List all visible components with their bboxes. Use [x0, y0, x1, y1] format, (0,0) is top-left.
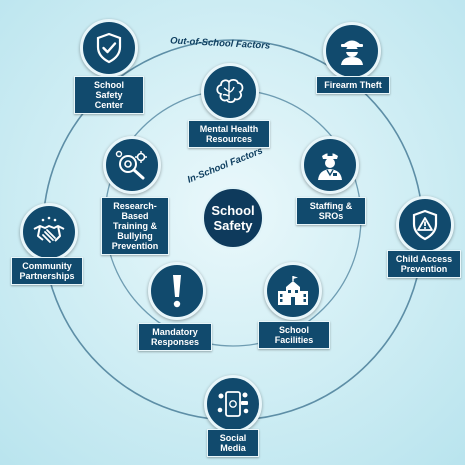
research-training-node — [103, 136, 161, 194]
firearm-theft-node — [323, 22, 381, 80]
handshake-icon — [33, 216, 65, 243]
research-training-label: Research-Based Training & Bullying Preve… — [101, 197, 169, 255]
school-facilities-node — [264, 262, 322, 320]
brain-icon — [216, 78, 244, 104]
mandatory-responses-label: Mandatory Responses — [138, 323, 212, 351]
social-media-node — [204, 375, 262, 433]
mental-health-resources-label: Mental Health Resources — [188, 120, 270, 148]
mandatory-responses-node — [148, 262, 206, 320]
school-building-icon — [278, 276, 308, 305]
shield-check-icon — [96, 32, 122, 64]
social-media-label: Social Media — [207, 429, 259, 457]
mental-health-resources-node — [201, 63, 259, 121]
firearm-theft-label: Firearm Theft — [316, 76, 390, 94]
shield-warning-icon — [412, 209, 438, 241]
child-access-prevention-label: Child Access Prevention — [387, 250, 461, 278]
center-line-1: School — [211, 203, 255, 218]
school-facilities-label: School Facilities — [258, 321, 330, 349]
police-officer-icon — [318, 153, 342, 180]
school-safety-center-node — [80, 19, 138, 77]
child-access-prevention-node — [396, 196, 454, 254]
center-line-2: Safety — [213, 218, 253, 233]
magnifier-gears-icon — [115, 150, 147, 180]
masked-thief-icon — [341, 40, 363, 65]
staffing-sros-label: Staffing & SROs — [296, 197, 366, 225]
exclamation-icon — [173, 275, 181, 308]
school-safety-center-label: School Safety Center — [74, 76, 144, 114]
community-partnerships-label: Community Partnerships — [11, 257, 83, 285]
staffing-sros-node — [301, 136, 359, 194]
community-partnerships-node — [20, 203, 78, 261]
social-media-phone-icon — [217, 391, 249, 417]
